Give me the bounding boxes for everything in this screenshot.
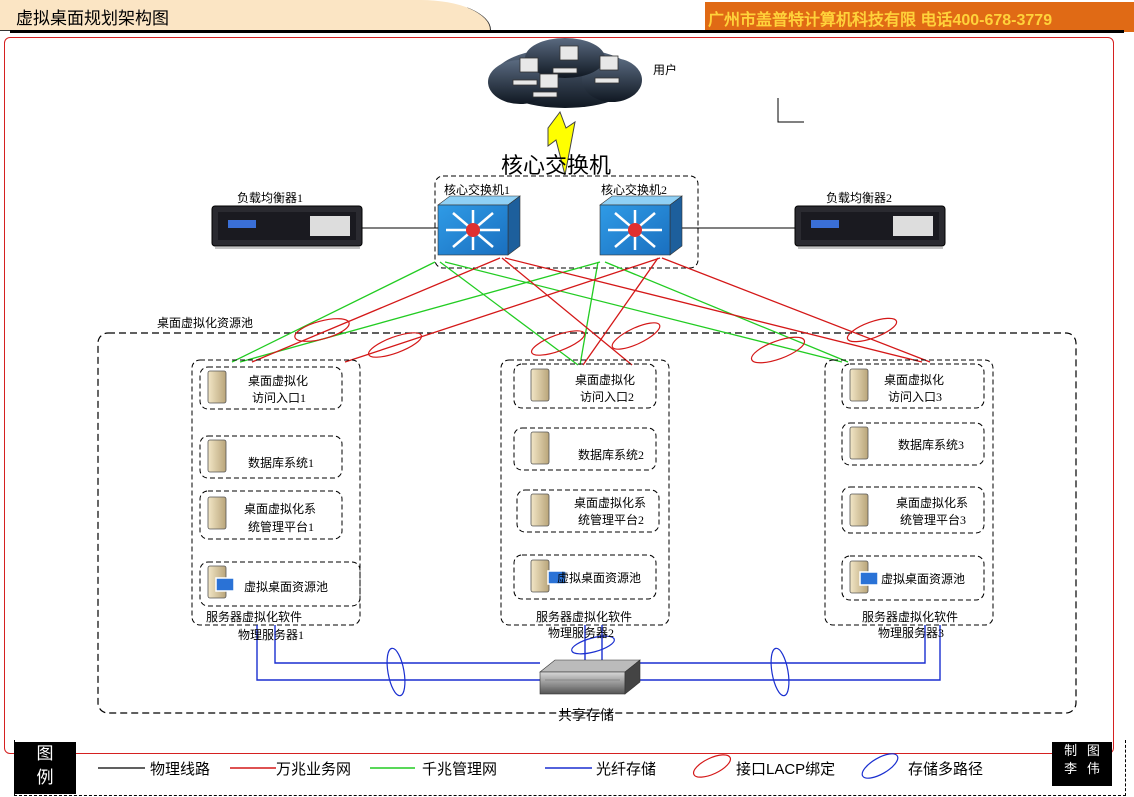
legend-physical: 物理线路 — [150, 761, 211, 778]
legend-samples — [98, 753, 899, 779]
shared-storage-icon — [539, 659, 641, 695]
company-info: 广州市盖普特计算机科技有限 电话400-678-3779 — [708, 12, 1053, 29]
lacp-ellipses — [294, 317, 898, 364]
physical-server-label: 物理服务器1 — [238, 628, 305, 642]
entry-label: 桌面虚拟化 — [248, 374, 309, 388]
mgmt-label: 统管理平台2 — [578, 513, 645, 527]
database-label: 数据库系统2 — [578, 448, 645, 462]
tenG-links — [251, 257, 931, 366]
legend-gigabit: 千兆管理网 — [422, 761, 498, 778]
lightning-icon — [547, 110, 576, 176]
vm-overlay-icons — [215, 570, 879, 592]
page-title: 虚拟桌面规划架构图 — [16, 9, 169, 28]
fiber-links — [256, 625, 941, 681]
mgmt-label: 桌面虚拟化系 — [574, 496, 647, 510]
shared-storage-label: 共享存储 — [558, 709, 614, 724]
author-char: 制 — [1064, 743, 1078, 758]
hypervisor-label: 服务器虚拟化软件 — [206, 610, 303, 624]
legend-lacp: 接口LACP绑定 — [736, 761, 836, 778]
physical-server-label: 物理服务器3 — [878, 626, 945, 640]
core-switch-1-icon — [437, 195, 521, 256]
gigabit-links — [231, 261, 849, 366]
top-divider — [10, 30, 1124, 33]
legend-title-bottom: 例 — [36, 768, 54, 787]
legend-title: 图 例 — [14, 742, 76, 794]
users-label: 用户 — [653, 63, 678, 77]
mgmt-label: 统管理平台1 — [248, 520, 315, 534]
diagram-frame — [4, 37, 1114, 754]
server-icons — [207, 368, 869, 599]
load-balancer-2-label: 负载均衡器2 — [826, 191, 893, 205]
mgmt-label: 统管理平台3 — [900, 513, 967, 527]
core-switch-2-label: 核心交换机2 — [601, 183, 668, 197]
hypervisor-label: 服务器虚拟化软件 — [862, 610, 959, 624]
hypervisor-label: 服务器虚拟化软件 — [536, 610, 633, 624]
load-balancer-2-icon — [794, 205, 946, 249]
author-row-bottom: 李 伟 — [1052, 760, 1112, 778]
legend-multipath: 存储多路径 — [908, 761, 984, 778]
core-switch-2-icon — [599, 195, 683, 256]
core-switch-group — [434, 175, 699, 269]
author-row-top: 制 图 — [1052, 742, 1112, 760]
users-cloud-icon — [488, 38, 642, 108]
physical-server-boxes — [191, 359, 994, 626]
vdp-label: 虚拟桌面资源池 — [881, 572, 966, 586]
author-char: 李 — [1064, 761, 1078, 776]
resource-pool-box — [97, 332, 1077, 714]
vdp-label: 虚拟桌面资源池 — [557, 571, 642, 585]
core-switch-1-label: 核心交换机1 — [444, 183, 511, 197]
title-tab — [0, 0, 491, 31]
author-box: 制 图 李 伟 — [1052, 742, 1112, 786]
corner-mark — [777, 98, 804, 123]
entry-label: 桌面虚拟化 — [575, 373, 636, 387]
mgmt-label: 桌面虚拟化系 — [896, 496, 969, 510]
legend-title-top: 图 — [36, 744, 54, 763]
author-char: 图 — [1086, 743, 1100, 758]
multipath-ellipses — [386, 635, 790, 697]
core-switch-title: 核心交换机 — [501, 153, 612, 178]
legend-10g: 万兆业务网 — [276, 761, 352, 778]
entry-label: 访问入口3 — [888, 390, 943, 404]
database-label: 数据库系统3 — [898, 438, 965, 452]
legend-fiber: 光纤存储 — [596, 761, 657, 778]
mgmt-label: 桌面虚拟化系 — [244, 502, 317, 516]
company-tab — [705, 2, 1134, 32]
entry-label: 访问入口2 — [580, 390, 635, 404]
vdp-label: 虚拟桌面资源池 — [244, 580, 329, 594]
load-balancer-1-icon — [211, 205, 363, 249]
author-char: 伟 — [1086, 761, 1100, 776]
entry-label: 访问入口1 — [252, 391, 307, 405]
resource-pool-label: 桌面虚拟化资源池 — [157, 316, 254, 330]
database-label: 数据库系统1 — [248, 456, 315, 470]
physical-server-label: 物理服务器2 — [548, 626, 615, 640]
load-balancer-1-label: 负载均衡器1 — [237, 191, 304, 205]
entry-label: 桌面虚拟化 — [884, 373, 945, 387]
